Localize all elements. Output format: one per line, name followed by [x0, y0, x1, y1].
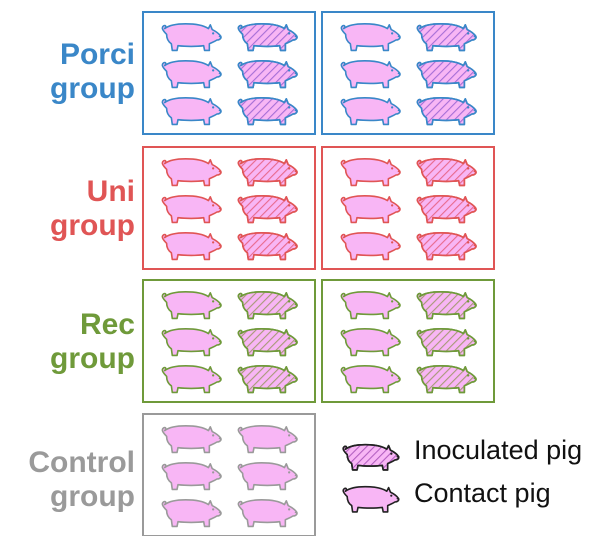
contact-pig-icon: [161, 195, 222, 224]
inoculated-pig-icon: [416, 60, 477, 89]
contact-pig-icon: [161, 60, 222, 89]
contact-pig-icon: [340, 365, 401, 394]
inoculated-pig-icon: [237, 365, 298, 394]
inoculated-pig-icon: [237, 158, 298, 187]
inoculated-pig-icon: [416, 291, 477, 320]
contact-pig-icon: [340, 23, 401, 52]
contact-pig-icon: [340, 195, 401, 224]
contact-pig-icon: [161, 291, 222, 320]
inoculated-pig-icon: [416, 232, 477, 261]
uni-label-line1: Uni: [86, 175, 135, 208]
contact-pig-icon: [340, 97, 401, 126]
contact-pig-icon: [161, 97, 222, 126]
uni-group-label: Uni group: [0, 175, 135, 243]
legend-inoculated-pig-icon: [342, 443, 400, 471]
pen-porci-2: [321, 11, 495, 135]
contact-pig-icon: [161, 462, 222, 491]
inoculated-pig-icon: [416, 23, 477, 52]
contact-pig-icon: [161, 328, 222, 357]
contact-pig-icon: [340, 328, 401, 357]
uni-label-line2: group: [50, 209, 135, 242]
legend-contact-pig-icon: [342, 485, 400, 513]
inoculated-pig-icon: [237, 232, 298, 261]
contact-pig-icon: [340, 60, 401, 89]
inoculated-pig-icon: [237, 291, 298, 320]
pen-control-1: [142, 413, 316, 536]
pen-uni-1: [142, 146, 316, 270]
inoculated-pig-icon: [237, 23, 298, 52]
inoculated-pig-icon: [237, 195, 298, 224]
pen-rec-2: [321, 279, 495, 403]
contact-pig-icon: [161, 499, 222, 528]
pen-rec-1: [142, 279, 316, 403]
control-group-label: Control group: [0, 446, 135, 514]
control-label-line2: group: [50, 480, 135, 513]
legend-inoculated-label: Inoculated pig: [414, 435, 583, 465]
porci-label-line2: group: [50, 72, 135, 105]
contact-pig-icon: [161, 23, 222, 52]
inoculated-pig-icon: [237, 328, 298, 357]
contact-pig-icon: [340, 158, 401, 187]
inoculated-pig-icon: [416, 365, 477, 394]
inoculated-pig-icon: [416, 195, 477, 224]
inoculated-pig-icon: [237, 60, 298, 89]
rec-label-line2: group: [50, 342, 135, 375]
inoculated-pig-icon: [416, 328, 477, 357]
pen-uni-2: [321, 146, 495, 270]
control-label-line1: Control: [28, 446, 135, 479]
contact-pig-icon: [237, 425, 298, 454]
legend-contact-label: Contact pig: [414, 478, 551, 508]
rec-group-label: Rec group: [0, 308, 135, 376]
contact-pig-icon: [161, 365, 222, 394]
contact-pig-icon: [340, 232, 401, 261]
contact-pig-icon: [340, 291, 401, 320]
contact-pig-icon: [237, 499, 298, 528]
contact-pig-icon: [161, 425, 222, 454]
inoculated-pig-icon: [416, 158, 477, 187]
pen-porci-1: [142, 11, 316, 135]
porci-label-line1: Porci: [59, 38, 135, 71]
inoculated-pig-icon: [237, 97, 298, 126]
inoculated-pig-icon: [416, 97, 477, 126]
contact-pig-icon: [161, 158, 222, 187]
rec-label-line1: Rec: [79, 308, 135, 341]
contact-pig-icon: [161, 232, 222, 261]
porci-group-label: Porci group: [0, 38, 135, 106]
contact-pig-icon: [237, 462, 298, 491]
